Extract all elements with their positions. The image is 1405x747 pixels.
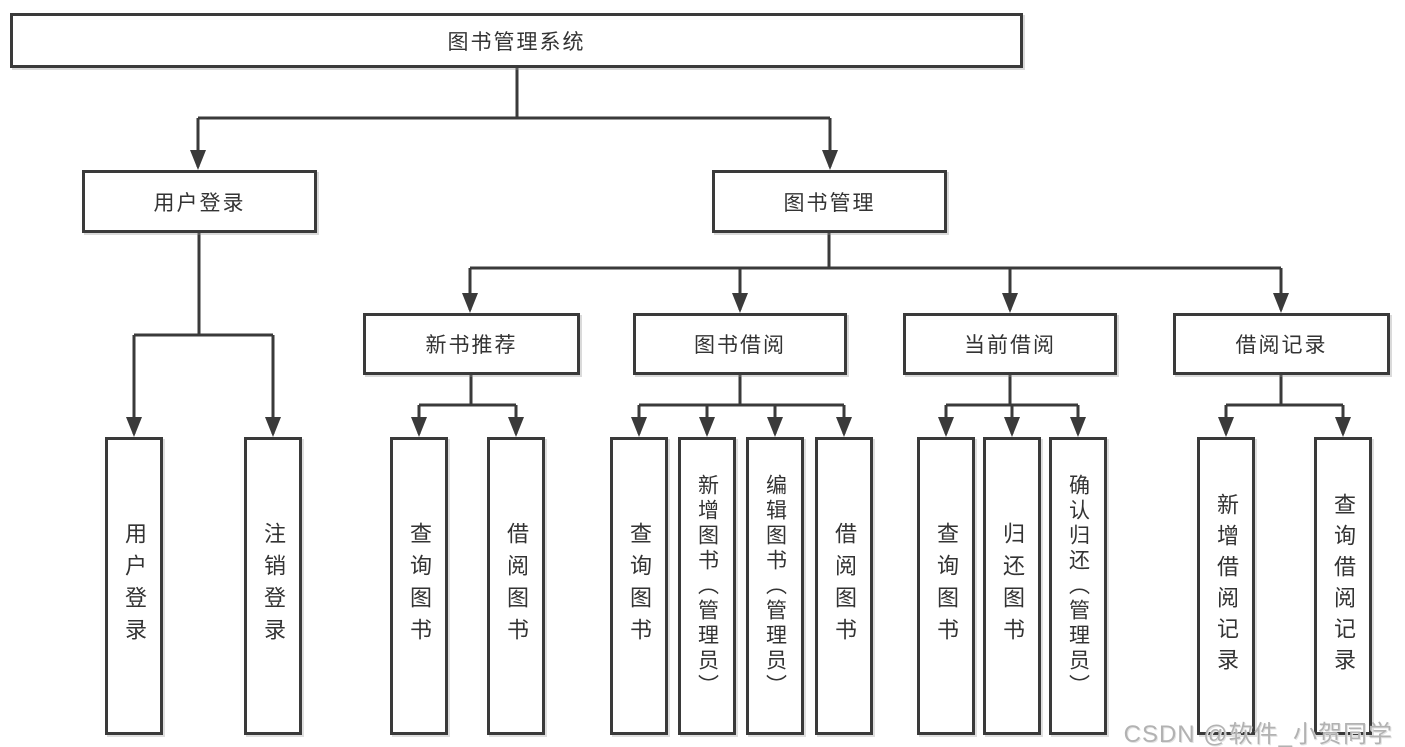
leaf-add-books-admin-label: 新增图书（管理员） xyxy=(695,473,719,699)
leaf-query-books-current: 查询图书 xyxy=(917,437,975,735)
leaf-confirm-return-admin: 确认归还（管理员） xyxy=(1049,437,1107,735)
leaf-query-books-recommend: 查询图书 xyxy=(390,437,448,735)
csdn-watermark: CSDN @软件_小贺同学 xyxy=(1123,721,1393,747)
leaf-query-books-recommend-label: 查询图书 xyxy=(407,522,432,650)
leaf-borrow-books: 借阅图书 xyxy=(815,437,873,735)
node-book-management: 图书管理 xyxy=(712,170,947,233)
leaf-add-books-admin: 新增图书（管理员） xyxy=(678,437,736,735)
node-borrowing-records: 借阅记录 xyxy=(1173,313,1390,375)
leaf-add-borrow-record-label: 新增借阅记录 xyxy=(1214,493,1239,679)
leaf-edit-books-admin: 编辑图书（管理员） xyxy=(746,437,804,735)
node-library-management-system: 图书管理系统 xyxy=(10,13,1023,68)
leaf-query-books-borrowing: 查询图书 xyxy=(610,437,668,735)
leaf-return-books: 归还图书 xyxy=(983,437,1041,735)
leaf-borrow-books-recommend-label: 借阅图书 xyxy=(504,522,529,650)
leaf-add-borrow-record: 新增借阅记录 xyxy=(1197,437,1255,735)
leaf-logout: 注销登录 xyxy=(244,437,302,735)
leaf-borrow-books-recommend: 借阅图书 xyxy=(487,437,545,735)
node-current-borrowing: 当前借阅 xyxy=(903,313,1117,375)
leaf-edit-books-admin-label: 编辑图书（管理员） xyxy=(763,473,787,699)
leaf-logout-label: 注销登录 xyxy=(261,522,286,650)
leaf-query-borrow-record: 查询借阅记录 xyxy=(1314,437,1372,735)
node-book-borrowing: 图书借阅 xyxy=(633,313,847,375)
leaf-query-books-borrowing-label: 查询图书 xyxy=(627,522,652,650)
node-user-login: 用户登录 xyxy=(82,170,317,233)
leaf-user-login-label: 用户登录 xyxy=(122,522,147,650)
node-new-book-recommendation: 新书推荐 xyxy=(363,313,580,375)
leaf-query-borrow-record-label: 查询借阅记录 xyxy=(1331,493,1356,679)
leaf-return-books-label: 归还图书 xyxy=(1000,522,1025,650)
leaf-confirm-return-admin-label: 确认归还（管理员） xyxy=(1066,473,1090,699)
leaf-borrow-books-label: 借阅图书 xyxy=(832,522,857,650)
leaf-user-login: 用户登录 xyxy=(105,437,163,735)
leaf-query-books-current-label: 查询图书 xyxy=(934,522,959,650)
